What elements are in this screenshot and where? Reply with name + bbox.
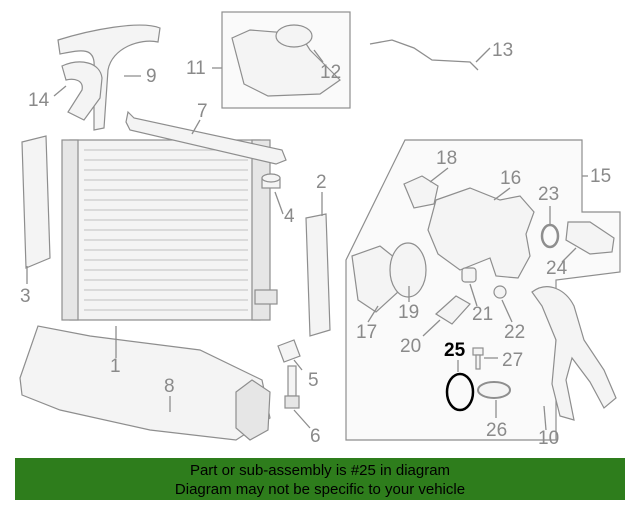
upper-seal [125,110,287,165]
callout-10: 10 [538,428,559,449]
callout-13: 13 [492,40,513,61]
seal-ring [477,381,511,399]
callout-24: 24 [546,258,568,279]
thermostat [403,175,439,209]
callout-20: 20 [400,336,421,357]
callout-12: 12 [320,62,341,83]
callout-3: 3 [20,286,31,307]
callout-25-highlighted: 25 [444,340,466,361]
temperature-sensor [435,295,471,325]
callout-14: 14 [28,90,50,111]
parts-diagram: 1 2 3 4 5 6 7 8 9 10 11 12 13 14 15 16 1… [19,11,621,449]
callout-17: 17 [356,322,377,343]
callout-1: 1 [110,356,121,377]
lower-deflector [19,325,271,441]
callout-7: 7 [197,101,208,122]
upper-hose [57,24,161,131]
bolt-part [472,347,484,370]
washer-part [493,285,507,299]
callout-4: 4 [284,206,295,227]
housing-gasket [389,242,427,298]
callout-26: 26 [486,420,507,441]
hose-fitting [61,61,103,121]
air-deflector-left [21,135,51,269]
callout-9: 9 [146,66,157,87]
o-ring-25-highlighted [445,372,475,412]
drain-plug-part [277,339,301,363]
callout-2: 2 [316,172,327,193]
pipe-flange [565,221,615,255]
info-banner: Part or sub-assembly is #25 in diagram D… [15,458,625,500]
nut-part [461,267,477,283]
thermostat-housing [427,187,535,279]
callout-labels: 1 2 3 4 5 6 7 8 9 10 11 12 13 14 15 16 1… [20,40,611,449]
callout-23: 23 [538,184,559,205]
mount-part [261,173,281,189]
leader-lines [26,47,588,431]
air-deflector-right [305,213,331,337]
callout-18: 18 [436,148,457,169]
reservoir-group [221,11,351,109]
callout-8: 8 [164,376,175,397]
callout-27: 27 [502,350,523,371]
banner-line-1: Part or sub-assembly is #25 in diagram [189,462,451,479]
callout-22: 22 [504,322,525,343]
callout-15: 15 [590,166,611,187]
lower-deflector-bracket [235,379,271,441]
callout-19: 19 [398,302,419,323]
callout-11: 11 [186,58,206,79]
callout-5: 5 [308,370,319,391]
callout-6: 6 [310,426,321,447]
sensor-part [284,365,300,409]
callout-21: 21 [472,304,493,325]
banner-line-2: Diagram may not be specific to your vehi… [174,481,466,498]
lower-hose [531,286,617,421]
bleed-hose [369,39,479,71]
radiator-part [61,139,278,321]
callout-16: 16 [500,168,521,189]
